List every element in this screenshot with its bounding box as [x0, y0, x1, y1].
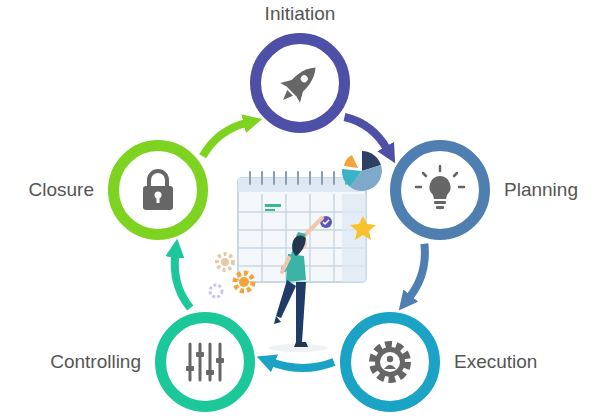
- bulb-icon: [416, 166, 464, 209]
- pie-chart: [342, 151, 382, 191]
- stage-circle: [390, 140, 490, 240]
- stage-circle: [108, 140, 208, 240]
- padlock-icon: [143, 171, 173, 210]
- stage-circle: [250, 33, 350, 133]
- rocket-icon: [273, 58, 325, 110]
- stage-circle: [340, 312, 440, 412]
- gears: [210, 254, 253, 297]
- star: [350, 216, 376, 240]
- calendar: [238, 172, 366, 282]
- cycle-arrow: [203, 123, 248, 157]
- cycle-arrow: [175, 254, 190, 308]
- stage-circle: [155, 312, 255, 412]
- gear-icon: [373, 345, 407, 379]
- stage-label: Closure: [29, 179, 94, 202]
- person: [268, 218, 328, 352]
- stage-label: Controlling: [50, 351, 141, 374]
- sliders-icon: [186, 344, 224, 380]
- stage-label: Planning: [504, 179, 578, 202]
- cycle-arrow: [271, 362, 334, 368]
- cycle-arrow: [408, 244, 424, 299]
- stage-label: Execution: [454, 351, 537, 374]
- cycle-arrow: [344, 117, 387, 150]
- stage-label: Initiation: [265, 3, 336, 26]
